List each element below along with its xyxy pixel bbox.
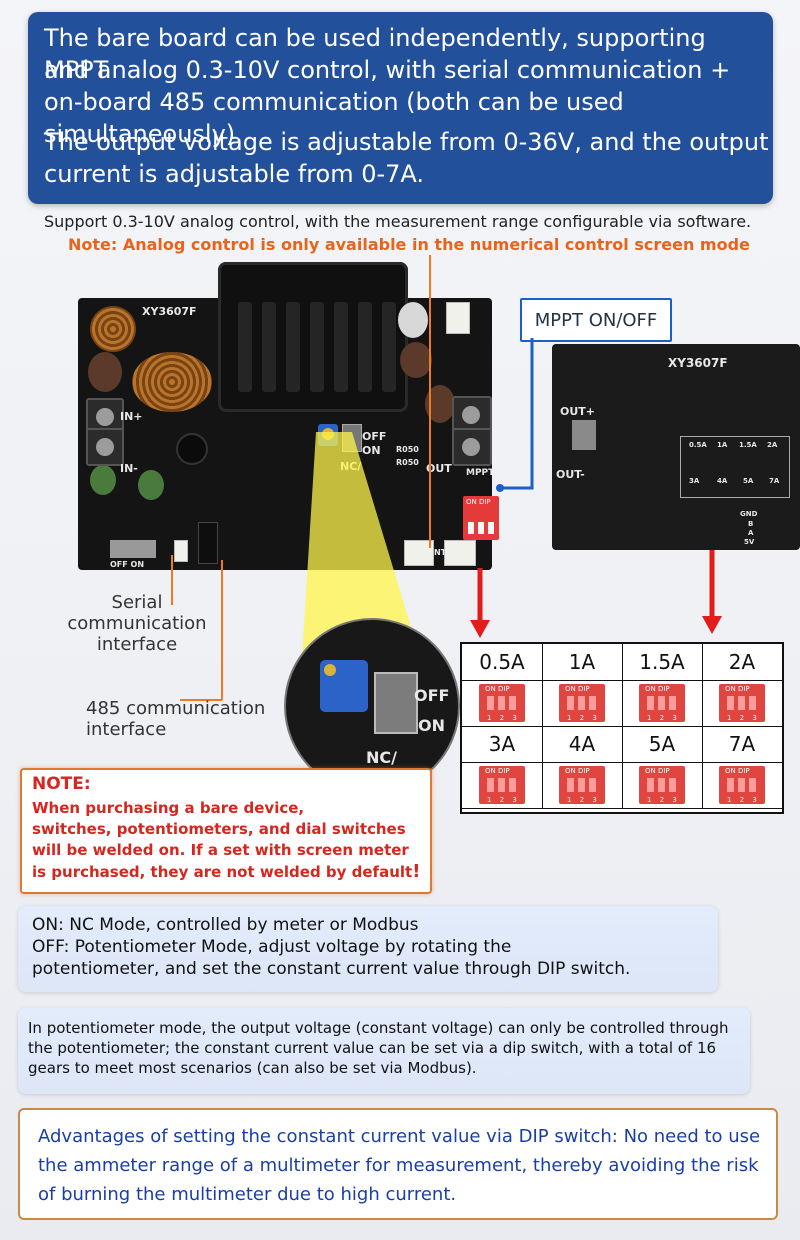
485-connector <box>444 540 476 566</box>
fan-connector <box>446 302 470 334</box>
analog-support-text: Support 0.3-10V analog control, with the… <box>44 212 752 231</box>
mppt-callout: MPPT ON/OFF <box>520 298 672 342</box>
analog-note-text: Note: Analog control is only available i… <box>68 235 750 254</box>
output-terminal <box>452 428 492 466</box>
header-banner: The bare board can be used independently… <box>28 12 773 204</box>
board-model-left: XY3607F <box>142 305 197 318</box>
485-header-pins <box>198 522 218 564</box>
capacitor <box>138 470 164 500</box>
zoom-off-label: OFF <box>414 686 450 705</box>
silk-in-plus: IN+ <box>120 410 143 423</box>
header-line-3: on-board 485 communication (both can be … <box>44 88 624 148</box>
silk-5v: 5V <box>744 538 755 546</box>
silk-r050-b: R050 <box>396 458 419 467</box>
header-line-2: and analog 0.3-10V control, with serial … <box>44 56 731 84</box>
current-grid-silk: 0.5A 1A 1.5A 2A 3A 4A 5A 7A <box>680 436 790 498</box>
input-terminal <box>86 428 124 466</box>
mode-off-text: OFF: Potentiometer Mode, adjust voltage … <box>32 937 512 957</box>
note-title: NOTE: <box>32 774 91 794</box>
capacitor <box>90 465 116 495</box>
dip-table-header: 1.5A <box>622 644 703 681</box>
silk-on: ON <box>362 444 381 457</box>
header-line-4: The output voltage is adjustable from 0-… <box>44 128 769 156</box>
silk-in-minus: IN- <box>120 462 138 475</box>
zoom-on-label: ON <box>418 716 445 735</box>
silk-ntc: NTC <box>434 548 452 557</box>
serial-connector <box>174 540 188 562</box>
mode-info-box: ON: NC Mode, controlled by meter or Modb… <box>18 906 718 992</box>
silk-off: OFF <box>362 430 387 443</box>
header-line-1: The bare board can be used independently… <box>44 24 706 84</box>
potentiometer-info-text: In potentiometer mode, the output voltag… <box>28 1019 729 1077</box>
silk-out-minus: OUT- <box>556 468 585 481</box>
slide-switch-zoom <box>374 672 418 734</box>
mppt-pointer-line <box>500 338 534 490</box>
buzzer <box>178 435 206 463</box>
mode-off-text-2: potentiometer, and set the constant curr… <box>32 959 631 979</box>
silk-off-on: OFF ON <box>110 560 145 569</box>
capacitor <box>88 352 122 392</box>
dip-switch-board: ON DIP <box>463 496 499 540</box>
output-terminal <box>452 396 492 434</box>
dip-advantage-text: Advantages of setting the constant curre… <box>38 1126 761 1205</box>
silk-b: B <box>748 520 754 528</box>
silk-r050-a: R050 <box>396 445 419 454</box>
dip-table-header: 4A <box>542 726 623 763</box>
mode-on-text: ON: NC Mode, controlled by meter or Modb… <box>32 915 419 935</box>
note-body: When purchasing a bare device, switches,… <box>32 799 421 882</box>
dip-advantage-box: Advantages of setting the constant curre… <box>18 1108 778 1220</box>
potentiometer-info-box: In potentiometer mode, the output voltag… <box>18 1008 750 1094</box>
silk-out-plus: OUT+ <box>560 405 596 418</box>
header-line-5: current is adjustable from 0-7A. <box>44 160 425 188</box>
board-model-right: XY3607F <box>668 356 728 370</box>
dip-table-header: 0.5A <box>462 644 543 681</box>
power-switch <box>110 540 156 558</box>
output-terminal-right <box>572 420 596 450</box>
zoom-nc-label: NC/ <box>366 748 397 767</box>
dip-table-header: 7A <box>702 726 783 763</box>
potentiometer-zoom <box>320 660 368 712</box>
cooling-fan <box>218 262 408 412</box>
dip-label: ON DIP <box>466 498 491 506</box>
dip-table-header: 1A <box>542 644 623 681</box>
capacitor <box>400 342 432 378</box>
capacitor <box>398 302 428 338</box>
inductor-coil <box>90 306 136 352</box>
silk-gnd: GND <box>740 510 758 518</box>
dip-table-header: 5A <box>622 726 703 763</box>
zoom-detail: OFF ON NC/ <box>286 620 458 792</box>
ntc-connector <box>404 540 434 566</box>
silk-mppt: MPPT <box>466 468 495 478</box>
inductor-coil-large <box>132 352 212 412</box>
silk-out: OUT <box>426 462 452 475</box>
note-box: NOTE: When purchasing a bare device, swi… <box>20 768 432 894</box>
dip-table-header: 3A <box>462 726 543 763</box>
silk-a: A <box>748 529 754 537</box>
dip-table-header: 2A <box>702 644 783 681</box>
